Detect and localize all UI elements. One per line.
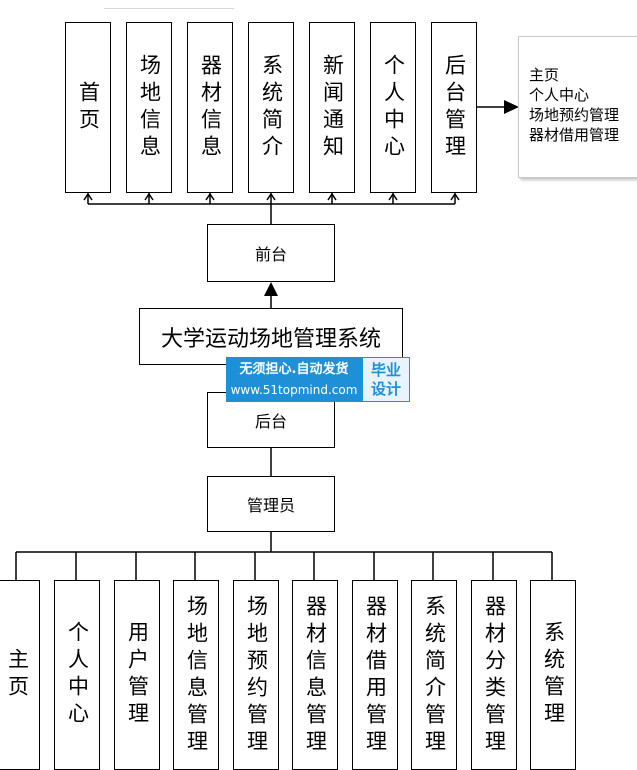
front-module-label: 系统简介 xyxy=(259,53,284,162)
admin-label: 管理员 xyxy=(246,496,295,515)
admin-module-venue-info-mgmt: 场地信息管理 xyxy=(173,580,219,770)
admin-module-personal-center: 个人中心 xyxy=(54,580,100,770)
admin-module-label: 器材分类管理 xyxy=(482,595,507,757)
front-node: 前台 xyxy=(207,224,335,282)
note-line: 主页 xyxy=(529,66,560,84)
system-title: 大学运动场地管理系统 xyxy=(160,326,381,352)
watermark-main: 无须担心.自动发货 www.51topmind.com xyxy=(226,357,362,402)
admin-module-user-mgmt: 用户管理 xyxy=(114,580,160,770)
watermark-line2: www.51topmind.com xyxy=(230,382,358,397)
backend-note: 主页 个人中心 场地预约管理 器材借用管理 xyxy=(518,36,637,178)
front-module-news: 新闻通知 xyxy=(309,22,355,193)
admin-module-label: 用户管理 xyxy=(125,621,150,729)
front-module-system-intro: 系统简介 xyxy=(248,22,294,193)
admin-module-venue-booking-mgmt: 场地预约管理 xyxy=(233,580,279,770)
admin-module-home: 主页 xyxy=(0,580,40,770)
front-module-home: 首页 xyxy=(65,22,111,193)
front-module-backend: 后台管理 xyxy=(431,22,477,193)
front-module-label: 后台管理 xyxy=(442,53,467,162)
admin-module-system-mgmt: 系统管理 xyxy=(530,580,576,770)
front-module-label: 首页 xyxy=(76,80,101,135)
admin-module-label: 主页 xyxy=(5,648,30,702)
back-label: 后台 xyxy=(254,412,287,431)
admin-module-equipment-borrow-mgmt: 器材借用管理 xyxy=(352,580,398,770)
system-node: 大学运动场地管理系统 xyxy=(139,308,403,365)
front-module-label: 场地信息 xyxy=(137,53,162,162)
front-label: 前台 xyxy=(254,245,287,264)
admin-module-label: 个人中心 xyxy=(65,621,90,729)
front-module-equipment-info: 器材信息 xyxy=(187,22,233,193)
top-divider xyxy=(104,0,234,9)
watermark-line1: 无须担心.自动发货 xyxy=(239,361,349,377)
watermark-tag1: 毕业 xyxy=(370,360,401,379)
watermark-tag: 毕业 设计 xyxy=(362,357,410,402)
admin-module-label: 场地信息管理 xyxy=(184,595,209,757)
watermark-tag2: 设计 xyxy=(370,379,401,398)
admin-module-label: 器材信息管理 xyxy=(303,595,328,757)
watermark-badge: 无须担心.自动发货 www.51topmind.com 毕业 设计 xyxy=(226,357,410,402)
admin-node: 管理员 xyxy=(207,476,335,532)
admin-module-label: 器材借用管理 xyxy=(363,595,388,757)
admin-module-label: 系统简介管理 xyxy=(422,595,447,757)
front-module-label: 新闻通知 xyxy=(320,53,345,162)
note-line: 场地预约管理 xyxy=(529,106,620,124)
note-line: 器材借用管理 xyxy=(529,126,620,144)
front-module-label: 器材信息 xyxy=(198,53,223,162)
admin-module-system-intro-mgmt: 系统简介管理 xyxy=(411,580,457,770)
admin-module-equipment-info-mgmt: 器材信息管理 xyxy=(292,580,338,770)
front-module-label: 个人中心 xyxy=(381,53,406,162)
admin-module-label: 系统管理 xyxy=(541,621,566,729)
admin-module-equipment-category-mgmt: 器材分类管理 xyxy=(471,580,517,770)
note-line: 个人中心 xyxy=(529,86,590,104)
admin-module-label: 场地预约管理 xyxy=(244,595,269,757)
front-module-venue-info: 场地信息 xyxy=(126,22,172,193)
front-module-personal-center: 个人中心 xyxy=(370,22,416,193)
